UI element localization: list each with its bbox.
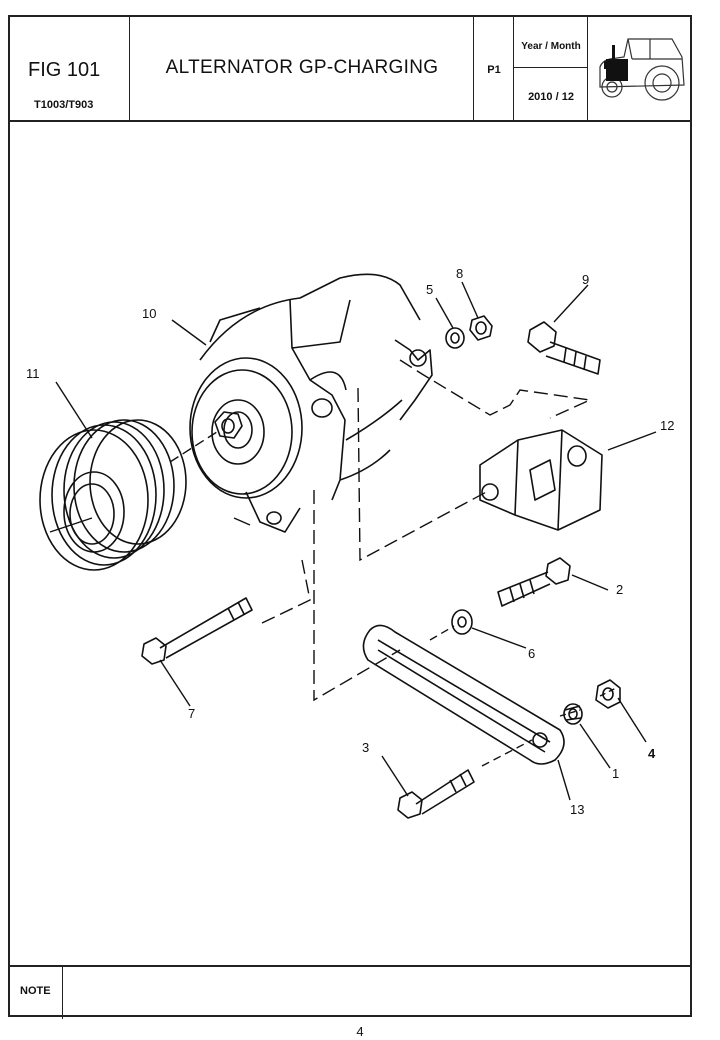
callout-5: 5 <box>426 282 433 297</box>
callout-6: 6 <box>528 646 535 661</box>
spacer-1-drawing <box>563 703 583 725</box>
nut-4-drawing <box>595 679 621 709</box>
washer-6-drawing <box>451 609 473 635</box>
page-code-cell: P1 <box>474 17 514 120</box>
mounting-bracket-drawing <box>479 429 603 531</box>
tractor-icon <box>599 38 685 101</box>
bolt-2-drawing <box>497 557 571 607</box>
date-value: 2010 / 12 <box>528 91 574 103</box>
callout-12: 12 <box>660 418 674 433</box>
date-cell: Year / Month 2010 / 12 <box>514 17 588 120</box>
callout-2: 2 <box>616 582 623 597</box>
note-label: NOTE <box>20 985 51 997</box>
parts-page-frame: FIG 101 T1003/T903 ALTERNATOR GP-CHARGIN… <box>8 15 692 1019</box>
figure-number: FIG 101 <box>28 59 101 81</box>
nut-8-drawing <box>469 315 493 341</box>
pulley-drawing <box>39 419 187 571</box>
callout-7: 7 <box>188 706 195 721</box>
alternator-drawing <box>189 273 433 533</box>
callout-1: 1 <box>612 766 619 781</box>
page-code: P1 <box>487 64 501 76</box>
callout-13: 13 <box>570 802 584 817</box>
bolt-3-drawing <box>397 769 475 819</box>
note-row: NOTE <box>10 965 690 1019</box>
callout-3: 3 <box>362 740 369 755</box>
page-number: 4 <box>356 1024 364 1039</box>
callout-4: 4 <box>648 746 656 761</box>
washer-5-drawing <box>445 327 465 349</box>
tractor-cell <box>588 17 690 120</box>
bolt-9-drawing <box>527 321 601 375</box>
bolt-7-drawing <box>141 597 253 665</box>
callout-11: 11 <box>26 366 40 381</box>
exploded-parts-diagram: 1 2 3 4 5 6 7 8 9 10 11 12 13 <box>26 266 674 819</box>
title-cell: ALTERNATOR GP-CHARGING <box>130 17 474 120</box>
callout-10: 10 <box>142 306 156 321</box>
date-label: Year / Month <box>521 41 581 52</box>
header-block: FIG 101 T1003/T903 ALTERNATOR GP-CHARGIN… <box>10 17 690 122</box>
model-code: T1003/T903 <box>34 99 94 111</box>
adjusting-strap-drawing <box>362 624 565 765</box>
callout-9: 9 <box>582 272 589 287</box>
callout-8: 8 <box>456 266 463 281</box>
figure-cell: FIG 101 T1003/T903 <box>10 17 130 120</box>
page-title: ALTERNATOR GP-CHARGING <box>165 57 439 78</box>
